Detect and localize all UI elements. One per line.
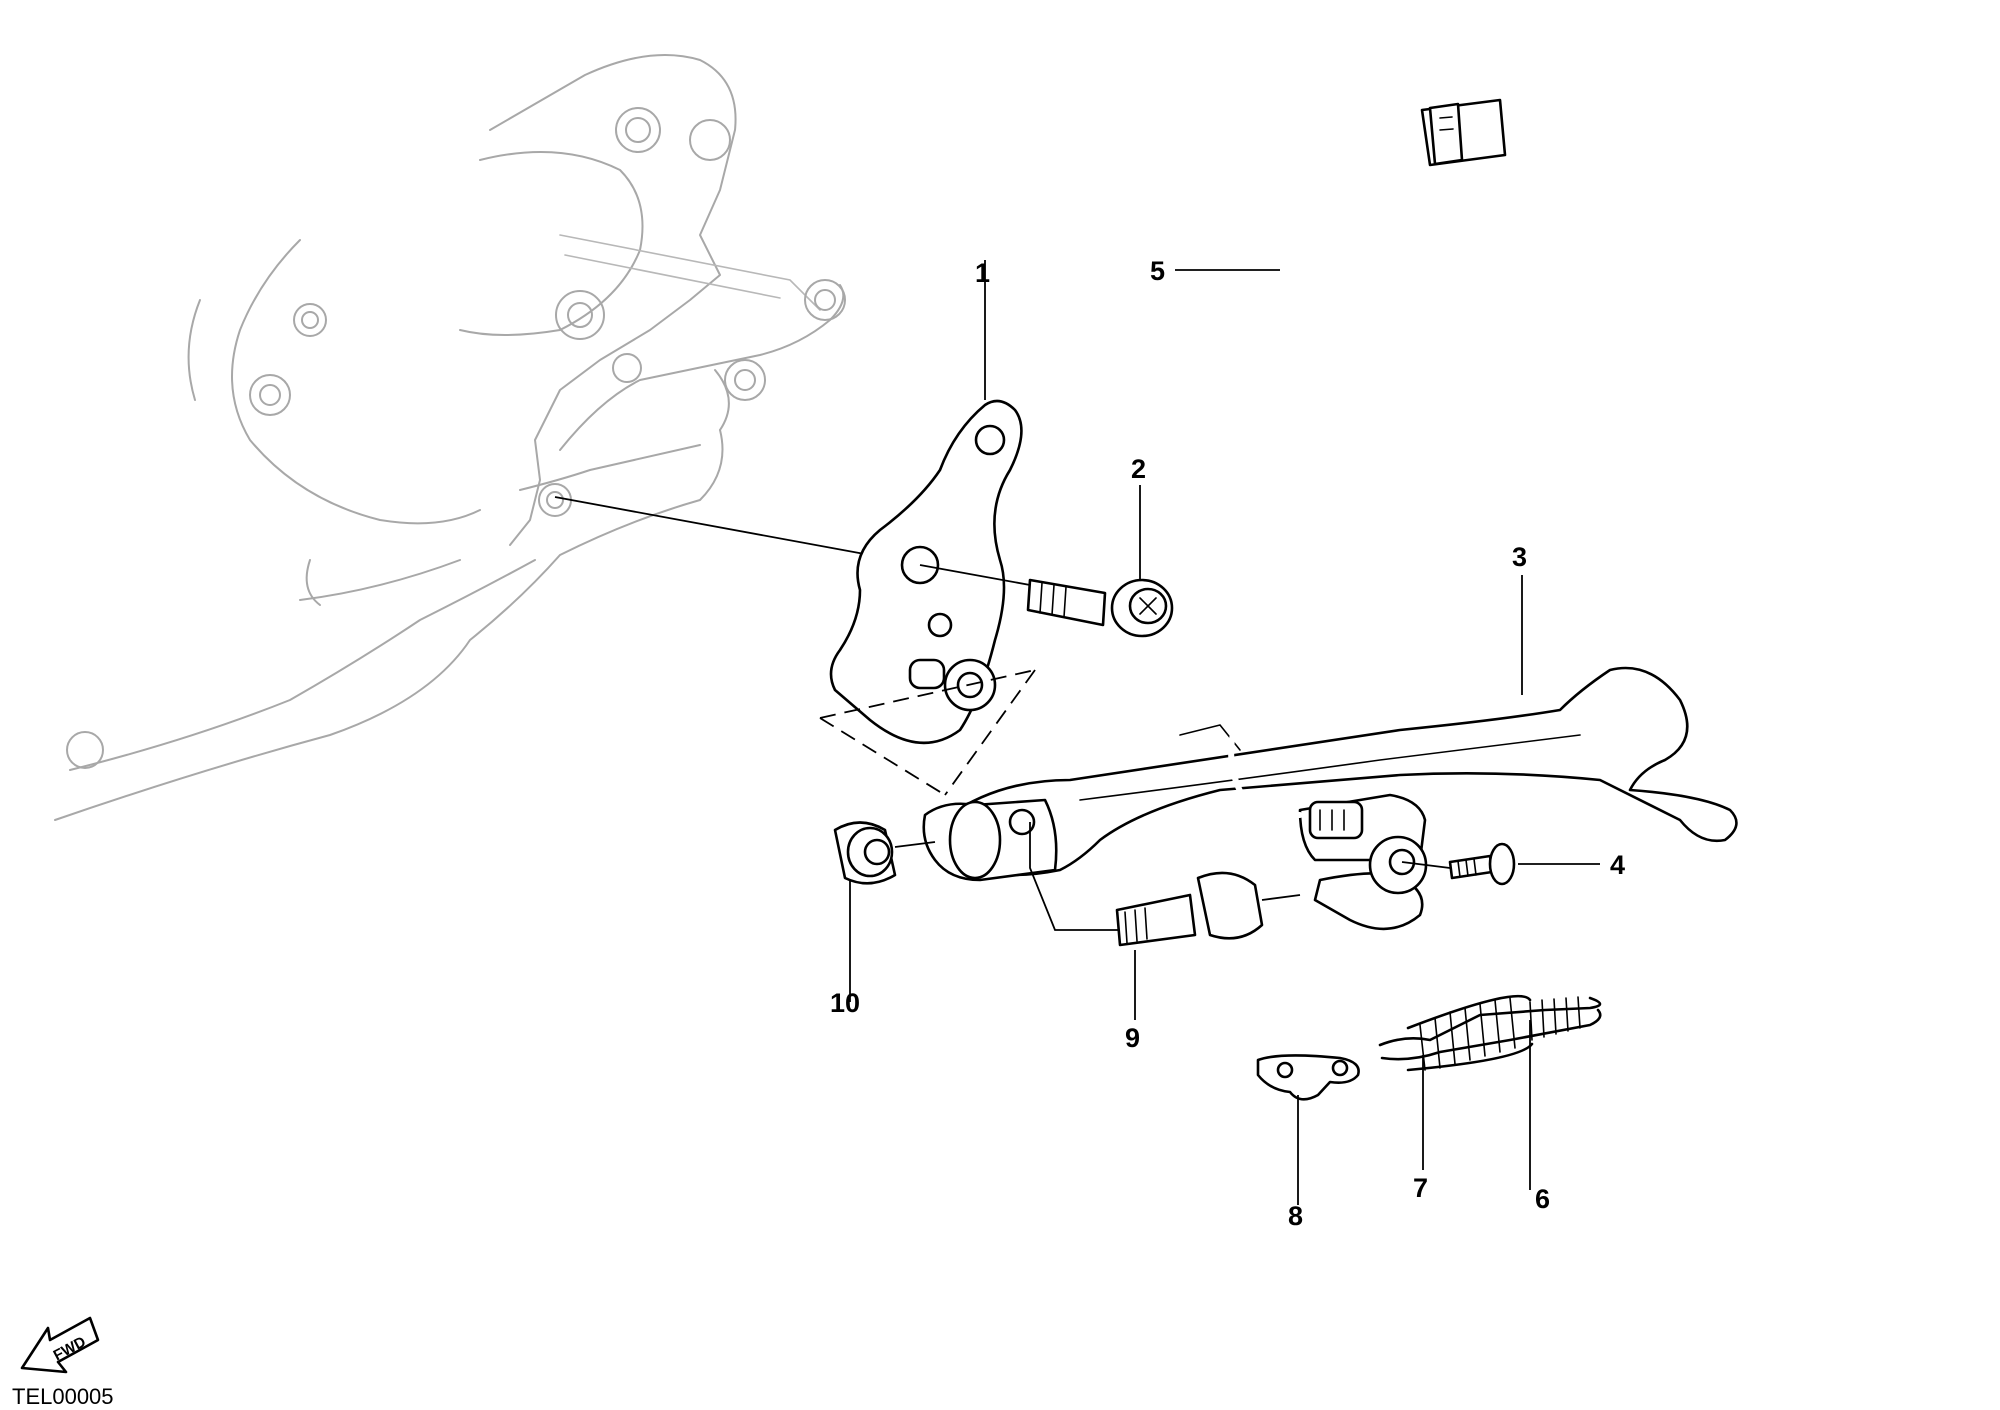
pivot-sleeve bbox=[922, 798, 1058, 882]
callout-6: 6 bbox=[1535, 1184, 1550, 1214]
callout-9: 9 bbox=[1125, 1023, 1140, 1053]
callout-8: 8 bbox=[1288, 1201, 1303, 1231]
reference-code: TEL00005 bbox=[12, 1384, 114, 1409]
callout-10: 10 bbox=[830, 988, 860, 1018]
mount-leader-line bbox=[554, 496, 871, 556]
sidestand-switch bbox=[1298, 793, 1428, 931]
spring-plate bbox=[1256, 1054, 1360, 1101]
collar-nut bbox=[833, 821, 936, 885]
pivot-bolt bbox=[1029, 822, 1301, 947]
callout-leaders bbox=[849, 260, 1531, 1205]
engine-casing-outline bbox=[54, 54, 846, 821]
callout-1: 1 bbox=[975, 258, 990, 288]
sidestand-bracket bbox=[829, 399, 1023, 745]
switch-screw bbox=[1401, 842, 1600, 886]
alignment-dash-upper bbox=[819, 669, 1036, 719]
fwd-arrow-icon: FWD bbox=[20, 1316, 100, 1374]
callout-3: 3 bbox=[1512, 542, 1527, 572]
bracket-bolt bbox=[919, 564, 1174, 638]
callout-5: 5 bbox=[1150, 256, 1165, 286]
callout-4: 4 bbox=[1610, 850, 1625, 880]
alignment-dash-right bbox=[944, 669, 1036, 796]
return-springs bbox=[1378, 994, 1602, 1072]
switch-cable bbox=[1228, 98, 1507, 818]
callout-2: 2 bbox=[1131, 454, 1146, 484]
callout-7: 7 bbox=[1413, 1173, 1428, 1203]
